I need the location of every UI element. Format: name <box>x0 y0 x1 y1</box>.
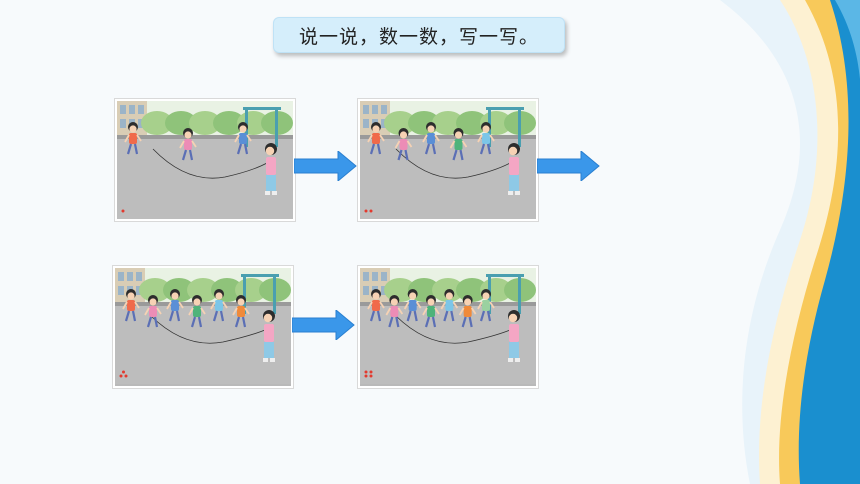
child-figure <box>367 289 385 322</box>
child-figure <box>210 289 228 322</box>
rope-holder-figure <box>265 143 277 195</box>
child-figure <box>477 122 495 155</box>
rope-skipping-picture <box>117 101 293 219</box>
count-dot <box>364 374 368 378</box>
right-arrow-icon <box>294 151 357 181</box>
scene-3 <box>113 266 293 388</box>
count-dots <box>119 370 128 378</box>
rope-holder-figure <box>508 143 520 195</box>
count-dot <box>369 370 373 374</box>
count-dots <box>121 209 125 213</box>
count-dot <box>122 370 125 374</box>
count-dots <box>364 370 373 378</box>
count-dot <box>364 370 368 374</box>
count-dots <box>364 209 373 213</box>
scene-1 <box>115 99 295 221</box>
child-figure <box>232 295 250 328</box>
right-arrow-icon <box>537 151 600 181</box>
child-figure <box>422 295 440 328</box>
count-dot <box>364 209 368 213</box>
child-figure <box>477 289 495 322</box>
instruction-title-text: 说一说，数一数，写一写。 <box>298 25 539 48</box>
child-figure <box>122 289 140 322</box>
rope-skipping-picture <box>115 268 291 384</box>
scene-4 <box>358 266 538 388</box>
child-figure <box>458 295 477 328</box>
child-figure <box>449 128 468 161</box>
child-figure <box>124 122 142 155</box>
child-figure <box>422 122 440 155</box>
rope-skipping-picture <box>360 101 536 219</box>
child-figure <box>367 122 385 155</box>
rope-holder-figure <box>508 310 520 362</box>
child-figure <box>440 289 459 322</box>
child-figure <box>403 289 422 322</box>
scene-2 <box>358 99 538 221</box>
rope-skipping-picture <box>360 268 536 384</box>
count-dot <box>369 374 373 378</box>
count-dot <box>119 374 123 378</box>
child-figure <box>394 128 413 161</box>
child-figure <box>166 289 184 322</box>
count-dot <box>369 209 373 213</box>
child-figure <box>188 295 206 328</box>
count-dot <box>124 374 128 378</box>
child-figure <box>144 295 162 328</box>
child-figure <box>385 295 404 328</box>
count-dot <box>121 209 125 213</box>
rope-holder-figure <box>263 310 275 362</box>
right-arrow-icon <box>292 310 355 340</box>
instruction-title: 说一说，数一数，写一写。 <box>273 17 565 53</box>
child-figure <box>234 122 252 155</box>
child-figure <box>179 128 197 161</box>
